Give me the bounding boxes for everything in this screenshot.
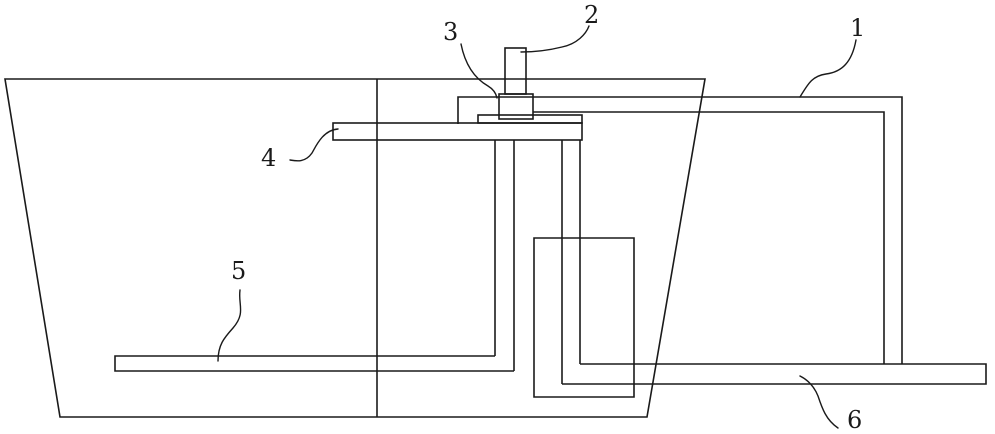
leader-6	[799, 375, 839, 429]
lower-box-outer	[533, 237, 635, 398]
frame-pipe-outer	[457, 96, 903, 364]
lower-left-pipe	[114, 355, 514, 372]
label-2: 2	[584, 1, 599, 29]
leader-5	[217, 289, 242, 362]
leader-4	[289, 128, 339, 162]
leader-2	[520, 25, 590, 53]
tank-outline	[4, 78, 706, 418]
label-1: 1	[850, 14, 865, 42]
label-5: 5	[231, 257, 246, 285]
coupling-block	[498, 93, 534, 120]
leader-1	[799, 39, 857, 98]
leader-3	[460, 43, 498, 99]
label-3: 3	[443, 18, 458, 46]
label-6: 6	[847, 406, 862, 434]
motor-shaft	[504, 47, 527, 95]
top-plate	[332, 122, 583, 141]
frame-pipe-inner	[533, 111, 885, 364]
label-4: 4	[261, 144, 276, 172]
lower-right-plate	[562, 363, 987, 385]
